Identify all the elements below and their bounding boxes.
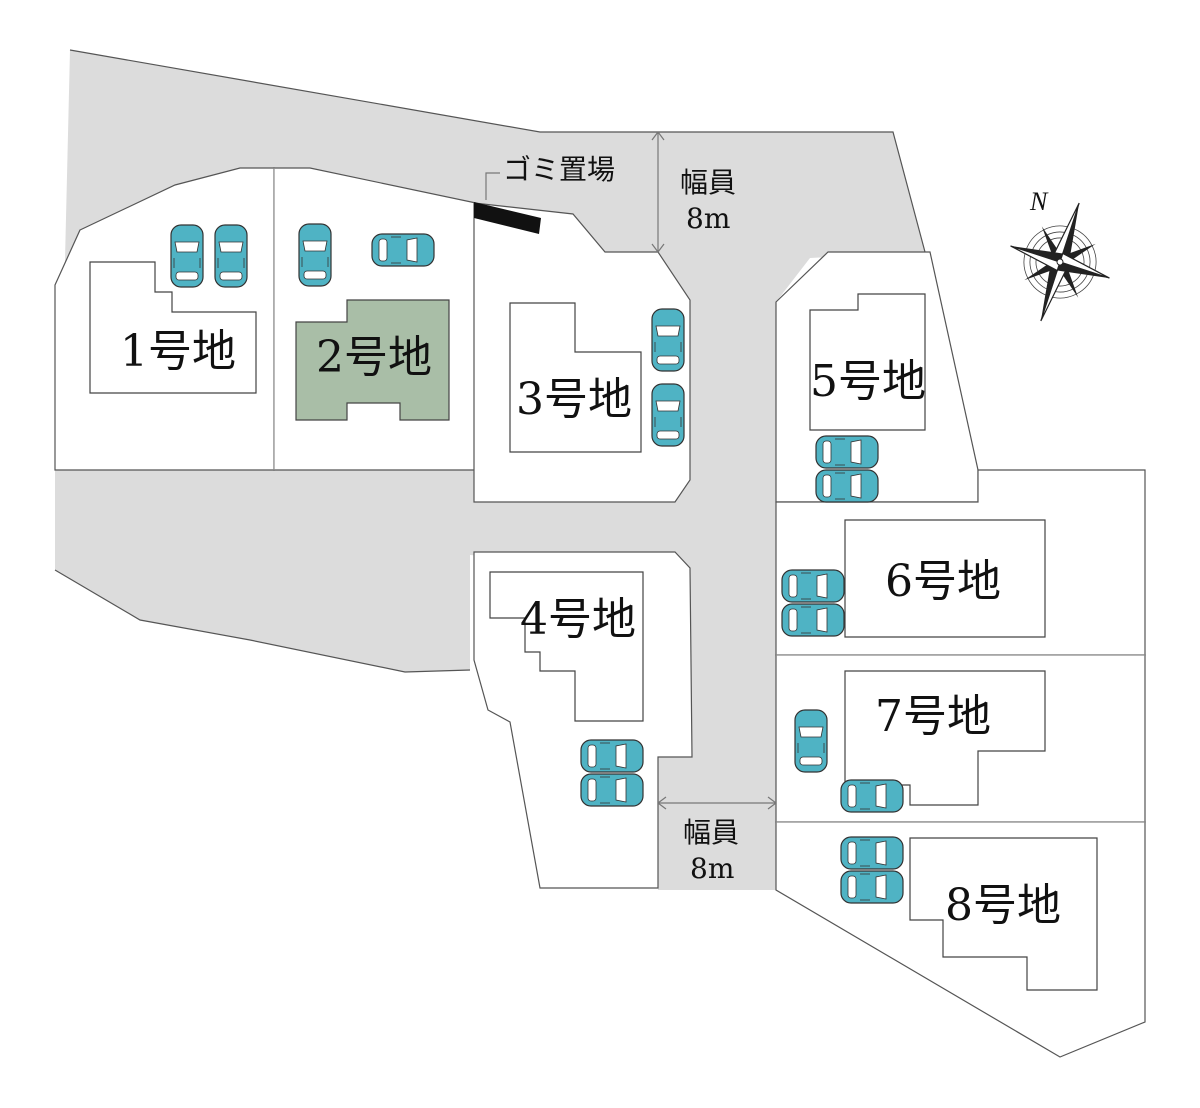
car-icon — [840, 836, 904, 870]
car-icon — [170, 224, 204, 288]
car-icon — [580, 773, 644, 807]
road-width-marker-bottom: 幅員 8m — [657, 796, 777, 885]
car-icon — [840, 870, 904, 904]
lot-4-label: 4号地 — [520, 594, 636, 645]
lot-7-label: 7号地 — [875, 691, 991, 742]
north-road-edge — [69, 49, 926, 253]
car-icon — [214, 224, 248, 288]
car-icon — [298, 223, 332, 287]
garbage-area: ゴミ置場 — [474, 153, 615, 234]
lot-2[interactable] — [273, 167, 477, 471]
car-icon — [781, 569, 845, 603]
car-icon — [651, 383, 685, 447]
car-icon — [815, 435, 879, 469]
lot-2-label: 2号地 — [316, 332, 432, 383]
road-width-label: 幅員 — [683, 816, 739, 849]
car-icon — [815, 469, 879, 503]
car-icon — [840, 779, 904, 813]
car-icon — [794, 709, 828, 773]
compass-north-label: N — [1029, 187, 1049, 216]
car-icon — [371, 233, 435, 267]
road-width-marker-top: 幅員 8m — [651, 131, 736, 253]
garbage-area-label: ゴミ置場 — [503, 153, 615, 186]
lot-1-label: 1号地 — [120, 326, 236, 377]
car-icon — [580, 739, 644, 773]
lot-6[interactable] — [775, 469, 1146, 656]
lot-5-label: 5号地 — [810, 356, 926, 407]
road-width-label: 幅員 — [680, 166, 736, 199]
road-width-value: 8m — [690, 852, 734, 885]
compass-rose-icon — [1010, 202, 1110, 322]
south-road-edge — [54, 569, 471, 673]
lot-3-label: 3号地 — [516, 374, 632, 425]
lot-8[interactable] — [775, 821, 1146, 1058]
car-icon — [781, 603, 845, 637]
lot-3[interactable] — [473, 202, 691, 503]
lot-6-label: 6号地 — [885, 556, 1001, 607]
lot-8-label: 8号地 — [945, 880, 1061, 931]
car-icon — [651, 308, 685, 372]
road-width-value: 8m — [686, 202, 730, 235]
